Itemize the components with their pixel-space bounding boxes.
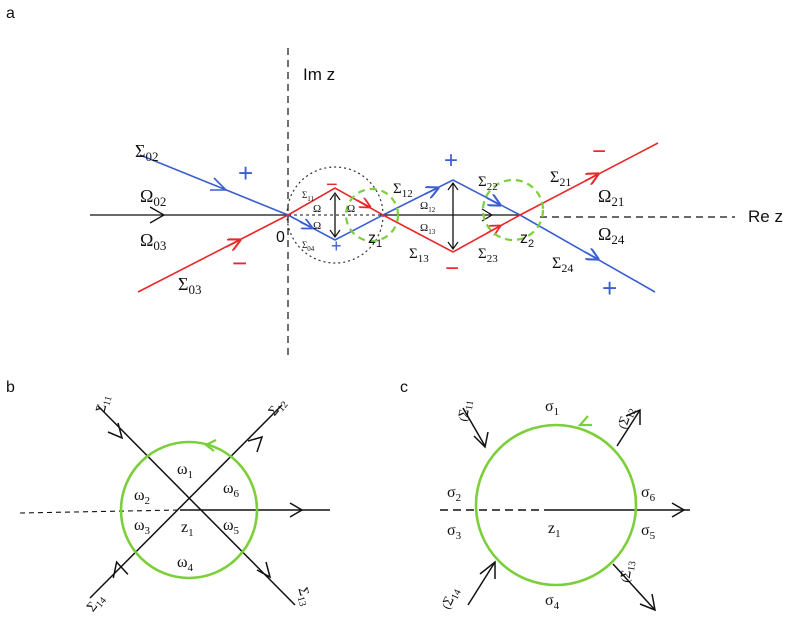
contour-s03 xyxy=(137,214,289,293)
c-ray-s14 xyxy=(467,561,496,606)
point-z2: z2 xyxy=(520,230,534,250)
c-label-s12: (Σ12 xyxy=(615,405,639,432)
sign-minus-left: − xyxy=(232,248,247,278)
point-z1: z1 xyxy=(368,230,382,250)
b-sector-w2: ω2 xyxy=(134,487,150,507)
sign-minus-right: − xyxy=(592,138,606,165)
sign-minus-top-1: − xyxy=(326,174,338,196)
real-axis-left-arrow xyxy=(149,206,166,224)
vertical-link-2-arrow-down xyxy=(447,241,459,251)
sign-plus-bottom-1: + xyxy=(331,236,342,256)
b-sector-w3: ω3 xyxy=(134,517,151,537)
c-ray-s12 xyxy=(616,409,641,447)
contour-s02 xyxy=(139,154,289,216)
green-circle-z2 xyxy=(481,178,545,242)
c-green-circle xyxy=(474,423,638,587)
region-omega-12: Ω12 xyxy=(420,200,436,214)
b-center-z1: z1 xyxy=(181,519,194,539)
b-sector-w1: ω1 xyxy=(177,461,193,481)
c-label-s14: (Σ14 xyxy=(439,585,464,612)
c-sector-s2: σ2 xyxy=(447,484,461,504)
region-omega-small-2: Ω xyxy=(347,203,355,215)
c-sector-s3: σ3 xyxy=(447,522,462,542)
panel-b-label: b xyxy=(6,379,15,396)
c-ray-s11 xyxy=(462,407,486,447)
contour-s11-arrow xyxy=(356,200,370,207)
label-sigma-21: Σ21 xyxy=(550,169,571,189)
c-ray-s11-arrow xyxy=(473,431,489,449)
c-real-ray-arrow xyxy=(671,502,686,518)
label-sigma-02: Σ02 xyxy=(135,141,158,164)
c-ray-s14-arrow xyxy=(479,560,496,579)
imag-axis-label: Im z xyxy=(303,65,335,84)
c-center-z1: z1 xyxy=(548,520,561,540)
vertical-link-1-arrow-up xyxy=(329,191,341,201)
region-omega-small-3: Ω xyxy=(313,220,321,232)
panel-c-label: c xyxy=(400,379,408,396)
b-sector-w5: ω5 xyxy=(223,517,240,537)
real-axis-label: Re z xyxy=(748,207,783,226)
b-sector-w4: ω4 xyxy=(177,554,194,574)
sign-minus-bottom-2: − xyxy=(445,255,459,282)
b-sector-w6: ω6 xyxy=(223,480,240,500)
b-real-dashed xyxy=(19,509,181,514)
region-omega-small-1: Ω xyxy=(313,203,321,215)
b-line-s11-s13 xyxy=(97,405,296,606)
contour-s21-arrow xyxy=(584,174,598,181)
c-label-s13: (Σ13 xyxy=(618,559,639,584)
label-sigma-12: Σ12 xyxy=(393,181,413,200)
panel-c: c (Σ11 (Σ12 (Σ13 (Σ14 σ1 σ2 σ3 σ4 σ5 σ6 … xyxy=(400,379,690,612)
c-sector-s4: σ4 xyxy=(545,592,560,612)
c-label-s11: (Σ11 xyxy=(456,399,477,423)
c-ray-s13 xyxy=(612,563,656,611)
label-sigma-22: Σ22 xyxy=(478,174,498,193)
label-sigma-03: Σ03 xyxy=(178,274,201,297)
point-origin: 0 xyxy=(276,229,285,246)
sign-plus-right: + xyxy=(602,273,617,303)
b-label-s11: Σ11 xyxy=(94,393,115,415)
vertical-link-2-arrow-up xyxy=(447,181,459,191)
vertical-link-1-arrow-down xyxy=(329,229,341,239)
panel-a: a Im z Re z xyxy=(6,5,783,358)
label-sigma-23: Σ23 xyxy=(478,246,498,265)
sign-plus-top-2: + xyxy=(444,147,458,174)
label-sigma-11-small: Σ11 xyxy=(302,190,314,203)
contour-s12-arrow xyxy=(424,188,438,194)
b-s13-arrow xyxy=(256,561,272,579)
c-ray-s12-arrow xyxy=(625,408,641,425)
b-s12-arrow xyxy=(247,435,264,453)
c-circle-arrow xyxy=(577,415,592,427)
b-s11-arrow xyxy=(107,422,124,440)
b-green-circle xyxy=(119,440,259,580)
b-label-s14: Σ14 xyxy=(84,591,109,616)
b-line-s14-s12 xyxy=(89,404,283,599)
b-s14-arrow xyxy=(112,560,129,579)
panel-a-label: a xyxy=(6,5,15,22)
b-circle-arrow xyxy=(203,439,217,452)
label-sigma-24: Σ24 xyxy=(552,255,573,275)
c-ray-s13-arrow xyxy=(639,593,656,612)
contour-s23-arrow xyxy=(486,226,500,233)
contour-s02-arrow xyxy=(210,177,228,191)
contour-s03-arrow xyxy=(225,240,240,247)
label-sigma-13: Σ13 xyxy=(409,246,429,265)
green-circle-z1 xyxy=(344,187,400,243)
c-sector-s1: σ1 xyxy=(545,398,559,418)
region-omega-21: Ω21 xyxy=(598,186,624,209)
region-omega-13: Ω13 xyxy=(420,222,436,236)
c-sector-s5: σ5 xyxy=(641,522,656,542)
region-omega-02: Ω02 xyxy=(140,186,166,209)
sign-plus-left: + xyxy=(238,158,253,188)
b-real-ray-arrow xyxy=(289,502,304,518)
contour-s04-arrow xyxy=(299,222,312,228)
c-sector-s6: σ6 xyxy=(641,484,656,504)
panel-b: b Σ11 Σ12 Σ13 Σ14 ω1 ω2 ω3 ω4 ω5 ω6 z1 xyxy=(6,379,330,616)
label-sigma-04: Σ04 xyxy=(302,240,315,253)
region-omega-03: Ω03 xyxy=(140,230,166,253)
contour-s22-arrow xyxy=(486,198,500,205)
contour-s24-arrow xyxy=(584,252,598,259)
region-omega-24: Ω24 xyxy=(598,224,625,247)
b-label-s13: Σ13 xyxy=(293,586,314,608)
